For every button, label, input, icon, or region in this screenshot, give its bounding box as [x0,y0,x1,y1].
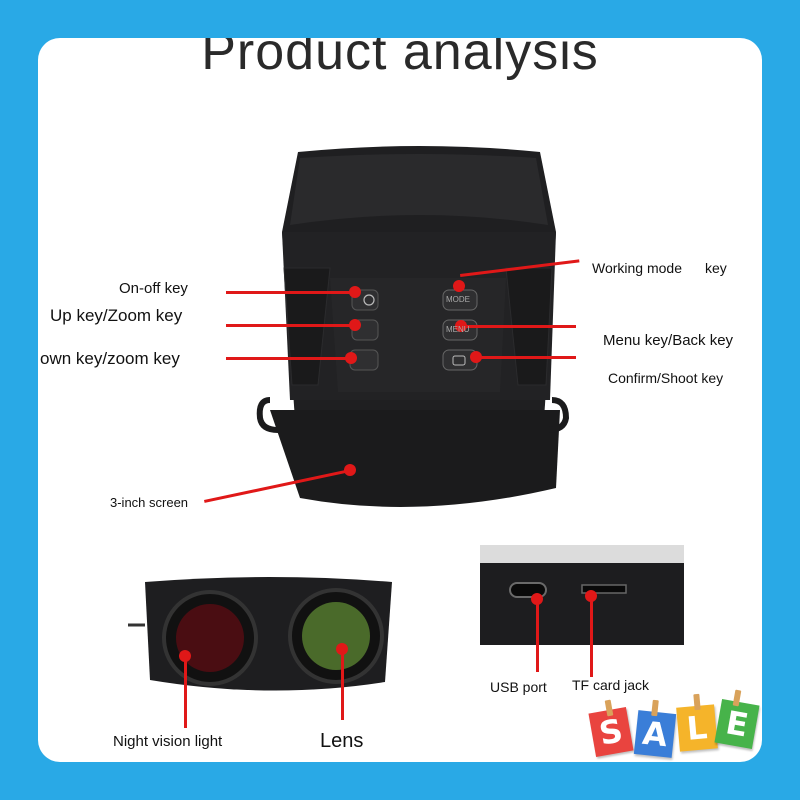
pointer-night-vision [184,656,187,728]
mode-button-text: MODE [446,295,470,304]
ir-light-glass [176,604,244,672]
pointer-dot-menu-back [455,320,467,332]
pointer-dot-on-off [349,286,361,298]
pointer-usb [536,598,539,672]
device-top-panel [290,154,548,225]
page-title: Product analysis [201,23,599,81]
sale-letter-2: A [633,710,677,758]
device-bottom-band [270,410,560,507]
tf-slot-shape [581,584,627,594]
power-icon [363,294,375,306]
pointer-dot-confirm-shoot [470,351,482,363]
strap-loop-left [256,397,279,433]
label-down-zoom: own key/zoom key [40,349,180,368]
pointer-dot-lens [336,643,348,655]
pointer-dot-tf [585,590,597,602]
pointer-down-zoom [226,357,350,360]
pointer-confirm-shoot [478,356,576,359]
label-menu-back: Menu key/Back key [603,332,734,349]
sale-letter-3: L [676,704,718,752]
pointer-dot-up-zoom [349,319,361,331]
pointer-dot-night-vision [179,650,191,662]
lens-glass [302,602,370,670]
pointer-up-zoom [226,324,354,327]
label-key: key [705,260,727,276]
label-on-off: On-off key [119,280,188,297]
label-night-vision: Night vision light [113,733,223,750]
sale-peg-3 [693,693,701,711]
label-screen: 3-inch screen [110,495,189,510]
pointer-dot-down-zoom [345,352,357,364]
camera-icon [452,355,466,366]
strap-loop-right [547,397,570,433]
pointer-dot-screen [344,464,356,476]
menu-button-text: MENU [446,325,470,334]
pointer-menu-back [462,325,576,328]
label-confirm-shoot: Confirm/Shoot key [608,370,724,386]
pointer-tf [590,595,593,677]
pointer-dot-usb [531,593,543,605]
sale-letter-4: E [714,699,760,749]
label-lens: Lens [320,730,364,752]
pointer-on-off [226,291,354,294]
label-tf: TF card jack [572,677,650,693]
ports-panel-top [480,545,684,563]
pointer-dot-working-mode [453,280,465,292]
label-up-zoom: Up key/Zoom key [50,306,183,325]
label-usb: USB port [490,679,547,695]
pointer-lens [341,650,344,720]
label-working-mode: Working mode [592,260,683,276]
